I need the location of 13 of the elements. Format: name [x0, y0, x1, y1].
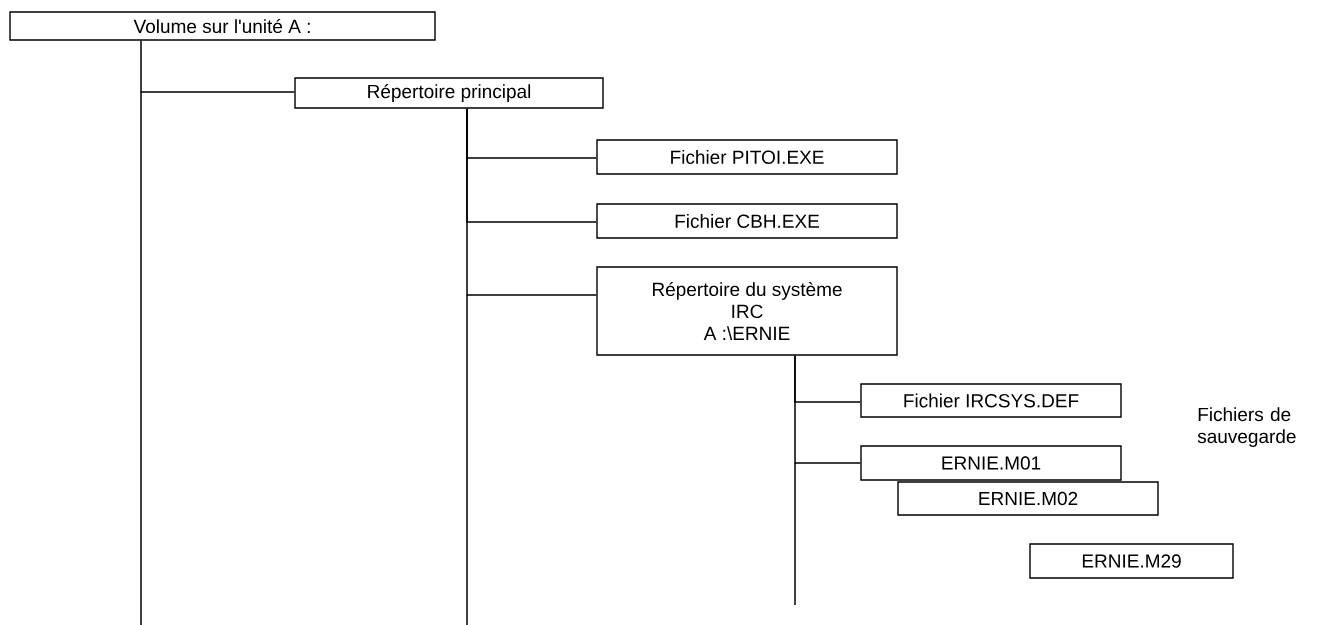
tree-connector: [794, 354, 862, 464]
tree-connector: [140, 39, 296, 93]
file-box: Fichier CBH.EXE: [596, 203, 898, 239]
file-box: ERNIE.M01: [860, 445, 1122, 481]
note-text: Fichiers de sauvegarde: [1197, 407, 1296, 447]
file-box: ERNIE.M02: [897, 481, 1159, 516]
tree-connector: [466, 107, 598, 296]
file-box: Volume sur l'unité A :: [9, 11, 436, 41]
file-box: Répertoire du système IRC A :\ERNIE: [596, 266, 898, 356]
file-box: Répertoire principal: [294, 77, 604, 109]
file-box: Fichier IRCSYS.DEF: [860, 383, 1122, 418]
file-box: Fichier PITOI.EXE: [596, 139, 898, 175]
file-box: ERNIE.M29: [1029, 543, 1234, 579]
